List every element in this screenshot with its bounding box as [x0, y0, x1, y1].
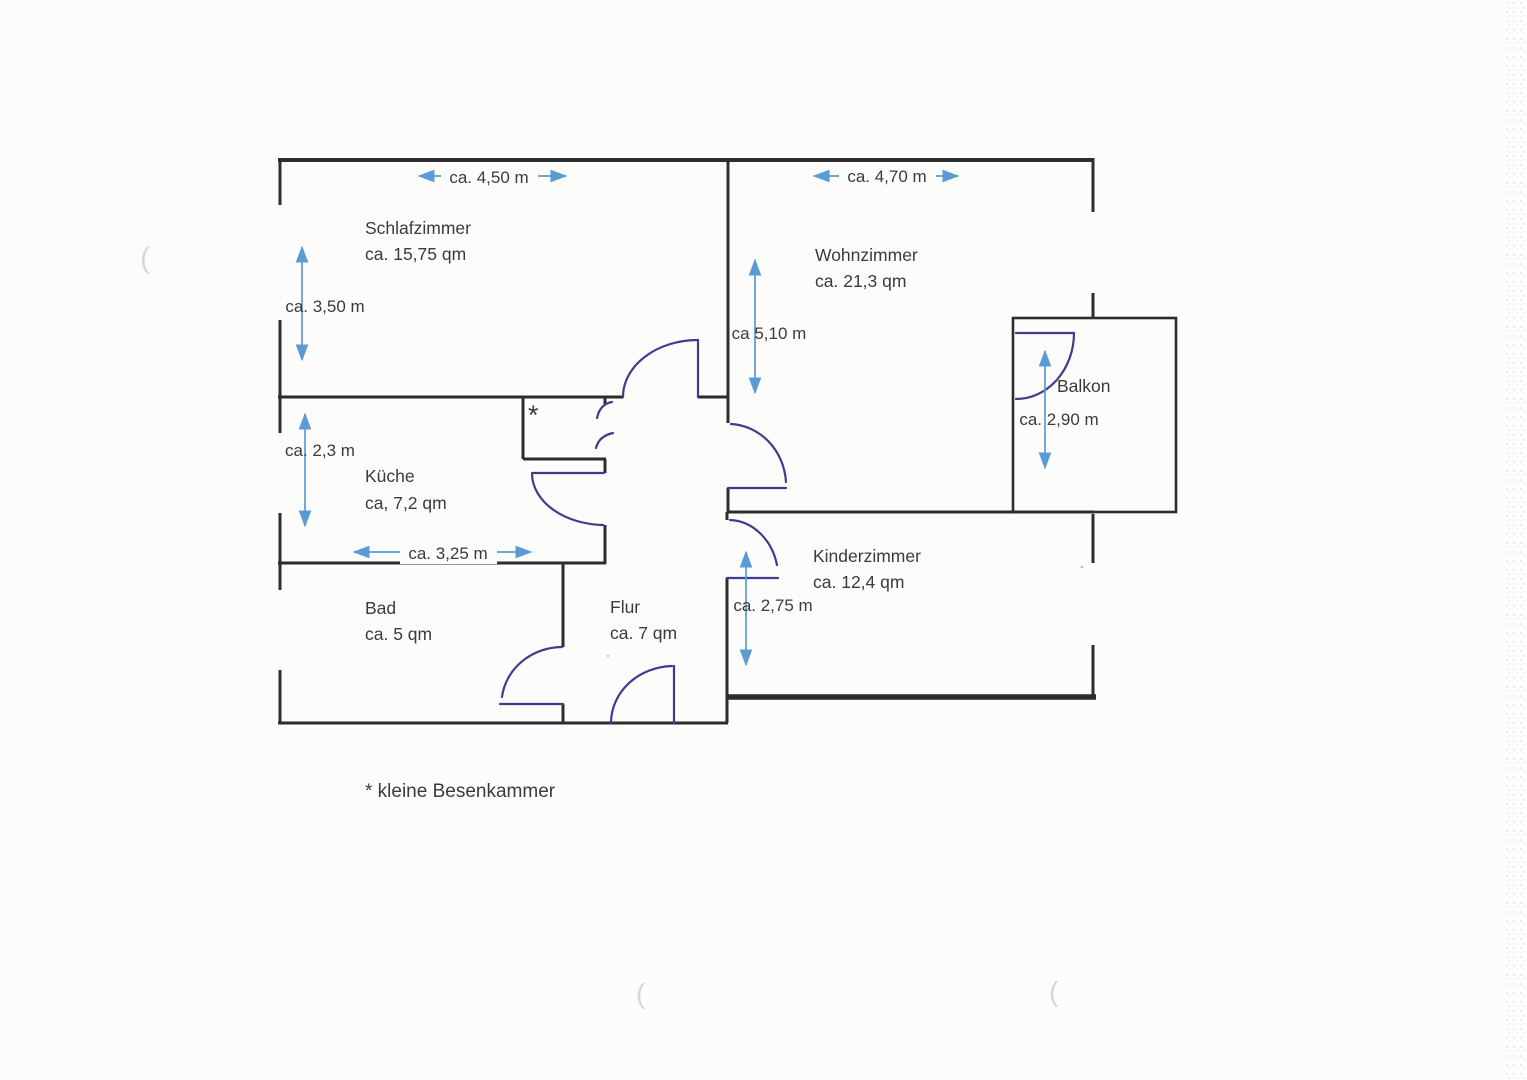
outer-walls: [278, 158, 1096, 725]
dimension-label-balkon-height: ca. 2,90 m: [1019, 410, 1098, 429]
room-name-balkon: Balkon: [1057, 376, 1111, 396]
door-balkon: [1014, 331, 1076, 401]
scan-artifacts: ( ( (: [140, 242, 1084, 1009]
room-area-flur: ca. 7 qm: [610, 623, 677, 643]
door-kinderzimmer: [725, 518, 780, 580]
dimension-label-wohnzimmer-width: ca. 4,70 m: [847, 167, 926, 186]
door-bad: [498, 645, 565, 706]
door-arc-balkon: [1014, 331, 1076, 401]
room-area-schlafzimmer: ca. 15,75 qm: [365, 244, 466, 264]
room-name-flur: Flur: [610, 597, 640, 617]
room-area-bad: ca. 5 qm: [365, 624, 432, 644]
dimension-label-kueche-width: ca. 3,25 m: [408, 544, 487, 563]
scan-mark-2: (: [636, 978, 646, 1009]
door-arc-besenkammer-upper: [595, 400, 614, 420]
room-area-kinderzimmer: ca. 12,4 qm: [813, 572, 904, 592]
dimension-label-kinderzimmer-height: ca. 2,75 m: [733, 596, 812, 615]
door-arc-schlafzimmer: [621, 338, 700, 399]
room-kueche: Küche ca, 7,2 qm: [365, 466, 447, 513]
room-name-wohnzimmer: Wohnzimmer: [815, 245, 918, 265]
dimension-label-bg: [839, 163, 936, 188]
room-schlafzimmer: Schlafzimmer ca. 15,75 qm: [365, 218, 471, 264]
door-arc-kueche: [530, 473, 605, 527]
room-bad: Bad ca. 5 qm: [365, 598, 432, 644]
room-kinderzimmer: Kinderzimmer ca. 12,4 qm: [813, 546, 921, 592]
door-arc-wohnzimmer: [729, 422, 788, 484]
dimension-label-wohnzimmer-height: ca 5,10 m: [732, 324, 807, 343]
dimension-label-bg: [441, 163, 538, 188]
door-entrance-flur: [609, 664, 676, 725]
door-kueche: [530, 471, 606, 527]
footnote-besenkammer: * kleine Besenkammer: [365, 781, 556, 802]
interior-walls: [278, 160, 1094, 724]
scan-edge-texture: [1504, 0, 1527, 1080]
room-name-kueche: Küche: [365, 466, 415, 486]
room-wohnzimmer: Wohnzimmer ca. 21,3 qm: [815, 245, 918, 291]
scan-mark-1: (: [140, 242, 150, 275]
door-arc-entrance: [609, 664, 674, 725]
door-arc-bad: [500, 645, 564, 699]
dimension-label-schlafzimmer-width: ca. 4,50 m: [449, 168, 528, 187]
room-name-schlafzimmer: Schlafzimmer: [365, 218, 471, 238]
room-name-kinderzimmer: Kinderzimmer: [813, 546, 921, 566]
door-besenkammer-bifold: [594, 400, 615, 450]
room-flur: Flur ca. 7 qm: [610, 597, 677, 643]
door-arc-besenkammer-lower: [594, 431, 615, 450]
dimension-label-kueche-height: ca. 2,3 m: [285, 441, 355, 460]
dimension-label-schlafzimmer-height: ca. 3,50 m: [285, 297, 364, 316]
door-schlafzimmer: [621, 338, 700, 399]
room-area-kueche: ca, 7,2 qm: [365, 493, 447, 513]
scan-mark-3: (: [1049, 976, 1059, 1007]
scan-speck: [606, 654, 610, 658]
dimension-arrows: ca. 4,50 m ca. 4,70 m ca. 3,50 m ca 5,10…: [285, 163, 1099, 667]
doors: [498, 331, 1076, 725]
door-arc-kinderzimmer: [728, 518, 779, 567]
balkon-outline: [1011, 316, 1178, 514]
room-area-wohnzimmer: ca. 21,3 qm: [815, 271, 906, 291]
dimension-label-bg: [400, 540, 497, 564]
besenkammer-asterisk: *: [528, 400, 539, 430]
scan-speck: [1080, 565, 1084, 569]
door-wohnzimmer: [726, 422, 788, 490]
room-labels: Schlafzimmer ca. 15,75 qm Wohnzimmer ca.…: [365, 218, 1111, 644]
room-name-bad: Bad: [365, 598, 396, 618]
